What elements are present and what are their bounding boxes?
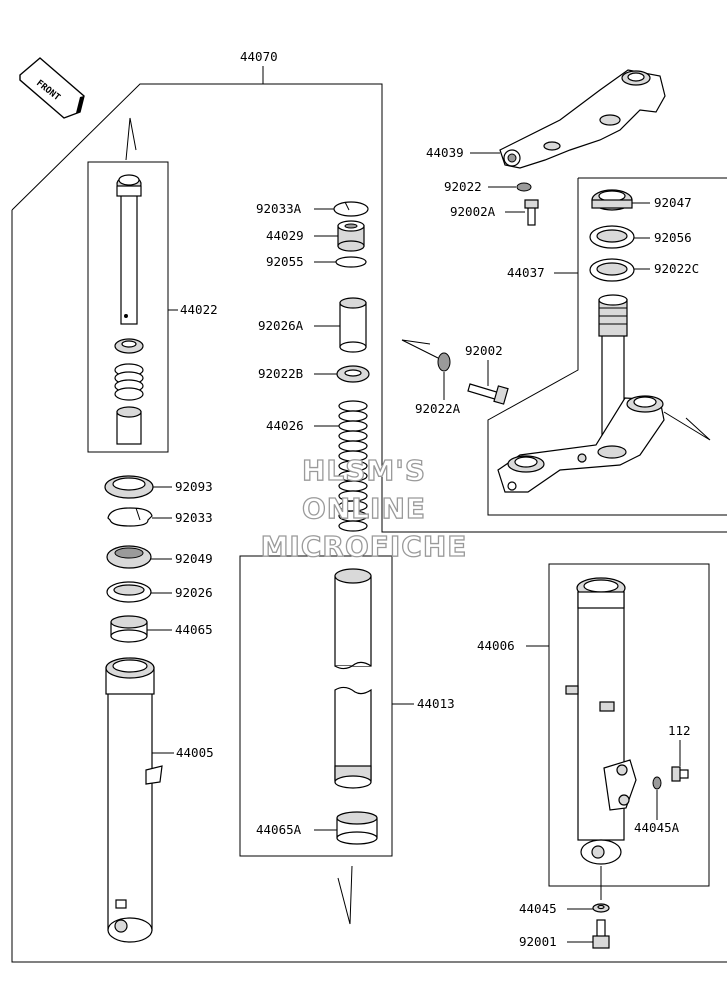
label-44037: 44037 <box>507 265 545 280</box>
cylinder-upper <box>334 568 372 670</box>
oil-seal-92049 <box>106 545 152 569</box>
bolt-92002A <box>524 199 539 226</box>
label-92022A: 92022A <box>415 401 461 416</box>
label-92056: 92056 <box>654 230 692 245</box>
label-44045: 44045 <box>519 901 557 916</box>
label-92093: 92093 <box>175 479 213 494</box>
plug-44029 <box>337 220 365 252</box>
box-44013 <box>239 555 393 857</box>
label-92026: 92026 <box>175 585 213 600</box>
gasket-44045A <box>652 776 662 790</box>
label-44029: 44029 <box>266 228 304 243</box>
label-44070: 44070 <box>240 49 278 64</box>
label-92055: 92055 <box>266 254 304 269</box>
label-44065A: 44065A <box>256 822 302 837</box>
label-92022B: 92022B <box>258 366 303 381</box>
label-92022: 92022 <box>444 179 482 194</box>
box-44006 <box>548 563 710 887</box>
upper-bracket-44039 <box>499 69 666 169</box>
label-44039: 44039 <box>426 145 464 160</box>
bushing-44065A <box>336 811 378 845</box>
label-92033: 92033 <box>175 510 213 525</box>
damper-rod <box>116 174 142 325</box>
bolt-92002 <box>467 383 509 405</box>
pointer-stem-right <box>663 411 711 441</box>
label-44065: 44065 <box>175 622 213 637</box>
label-92002A: 92002A <box>450 204 496 219</box>
dust-seal-92093 <box>104 475 154 499</box>
label-112: 112 <box>668 723 691 738</box>
label-44006: 44006 <box>477 638 515 653</box>
watermark-line1: HLSM'S <box>302 454 426 487</box>
label-92002: 92002 <box>465 343 503 358</box>
front-arrow-icon: FRONT <box>19 57 85 119</box>
stop-ring-92033A <box>333 201 369 217</box>
pointer-92022A <box>401 339 439 359</box>
bushing-44065 <box>110 615 148 643</box>
snap-ring-92033 <box>107 507 153 527</box>
washer-92026 <box>106 581 152 603</box>
label-44005: 44005 <box>176 745 214 760</box>
collar-92026A <box>339 297 367 353</box>
label-92001: 92001 <box>519 934 557 949</box>
box-44022 <box>87 161 169 453</box>
washer-92022C <box>589 258 635 282</box>
pointer-44013-bottom <box>337 865 353 925</box>
fork-spring-44026 <box>338 400 368 532</box>
label-44045A: 44045A <box>634 820 680 835</box>
stem-and-lower-bracket <box>497 294 665 493</box>
label-92049: 92049 <box>175 551 213 566</box>
washer-92022 <box>516 182 532 192</box>
washer-92022A <box>437 352 451 372</box>
watermark-line3: MICROFICHE <box>261 530 468 563</box>
watermark: HLSM'S ONLINE MICROFICHE <box>260 453 468 563</box>
frame-44070-left <box>11 210 727 963</box>
label-44026: 44026 <box>266 418 304 433</box>
washer-44045 <box>592 903 610 913</box>
cap-92047 <box>591 189 633 211</box>
cylinder-lower <box>334 686 372 789</box>
inner-tube-44005 <box>105 657 163 943</box>
label-92047: 92047 <box>654 195 692 210</box>
label-44013: 44013 <box>417 696 455 711</box>
bolt-92001 <box>592 919 610 949</box>
o-ring-92055 <box>335 256 367 268</box>
pointer-44022-top <box>125 117 137 161</box>
outer-tube-44006 <box>565 577 637 865</box>
label-92033A: 92033A <box>256 201 302 216</box>
washer-92022B <box>336 365 370 383</box>
frame-44070 <box>11 83 727 533</box>
label-44022: 44022 <box>180 302 218 317</box>
plug-112 <box>671 766 689 782</box>
rebound-spring <box>114 363 144 401</box>
watermark-line2: ONLINE <box>302 492 426 525</box>
label-92022C: 92022C <box>654 261 699 276</box>
box-44037 <box>487 177 727 516</box>
oil-lock-piece <box>116 406 142 445</box>
label-92026A: 92026A <box>258 318 304 333</box>
washer-92056 <box>589 225 635 249</box>
